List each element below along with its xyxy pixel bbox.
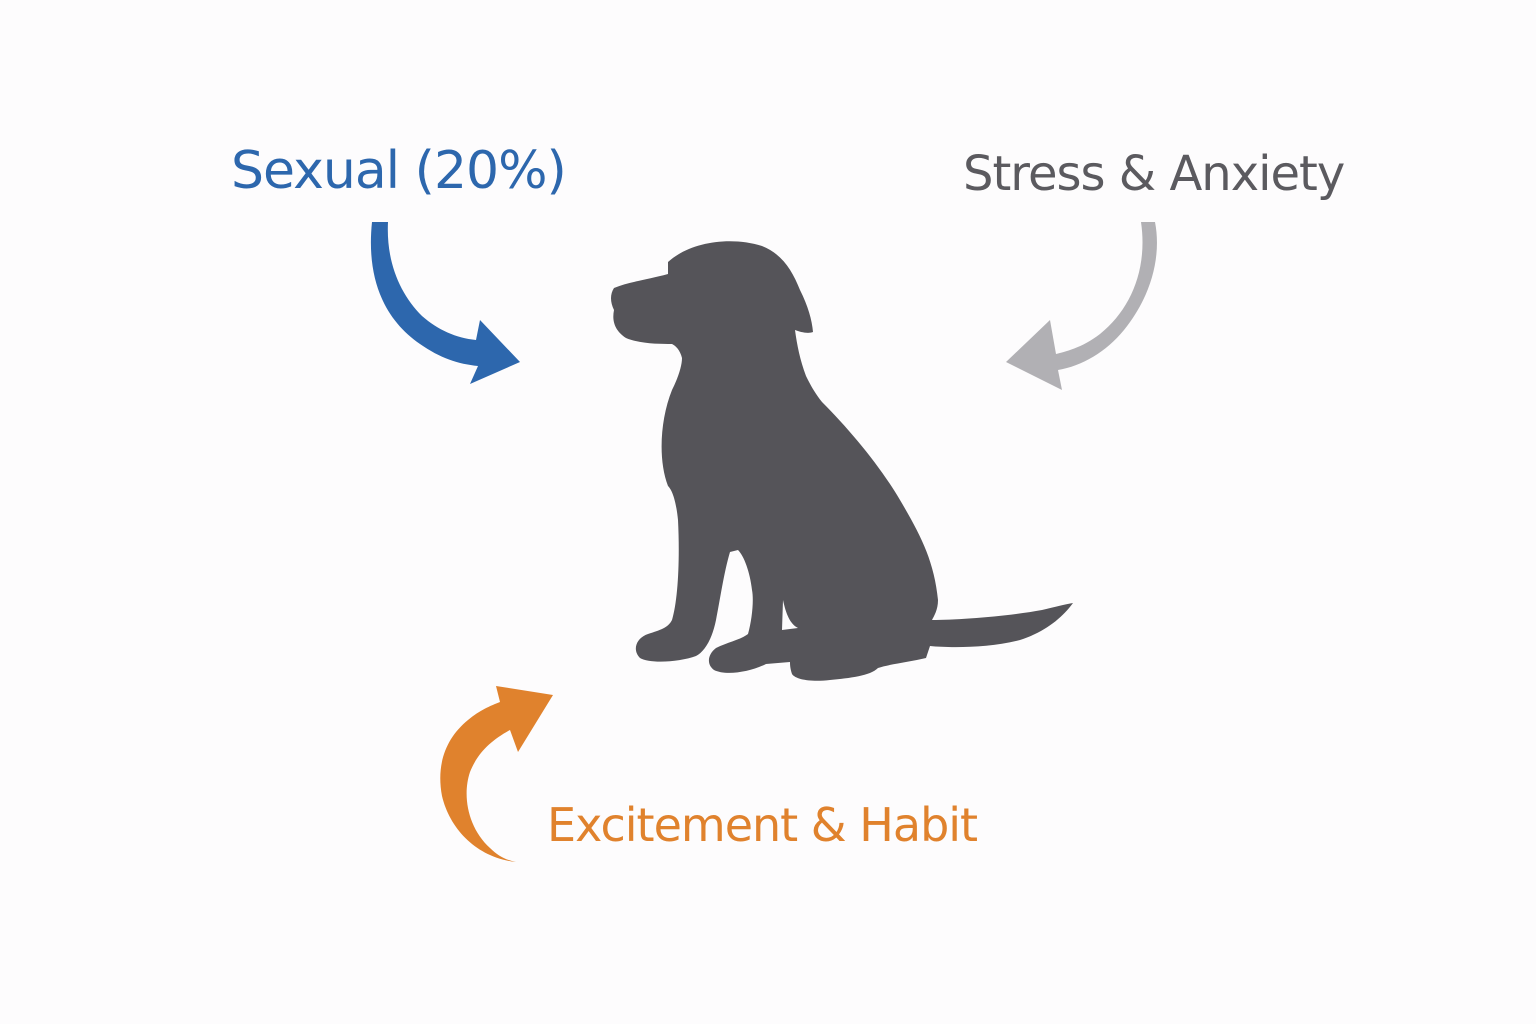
stress-arrow-icon — [1006, 222, 1157, 390]
dog-silhouette-icon — [611, 241, 1073, 681]
stress-anxiety-cause-label: Stress & Anxiety — [963, 146, 1345, 202]
sexual-cause-label: Sexual (20%) — [231, 141, 567, 201]
sexual-arrow-icon — [370, 222, 520, 384]
excitement-habit-cause-label: Excitement & Habit — [547, 798, 978, 852]
excitement-arrow-icon — [440, 686, 553, 862]
